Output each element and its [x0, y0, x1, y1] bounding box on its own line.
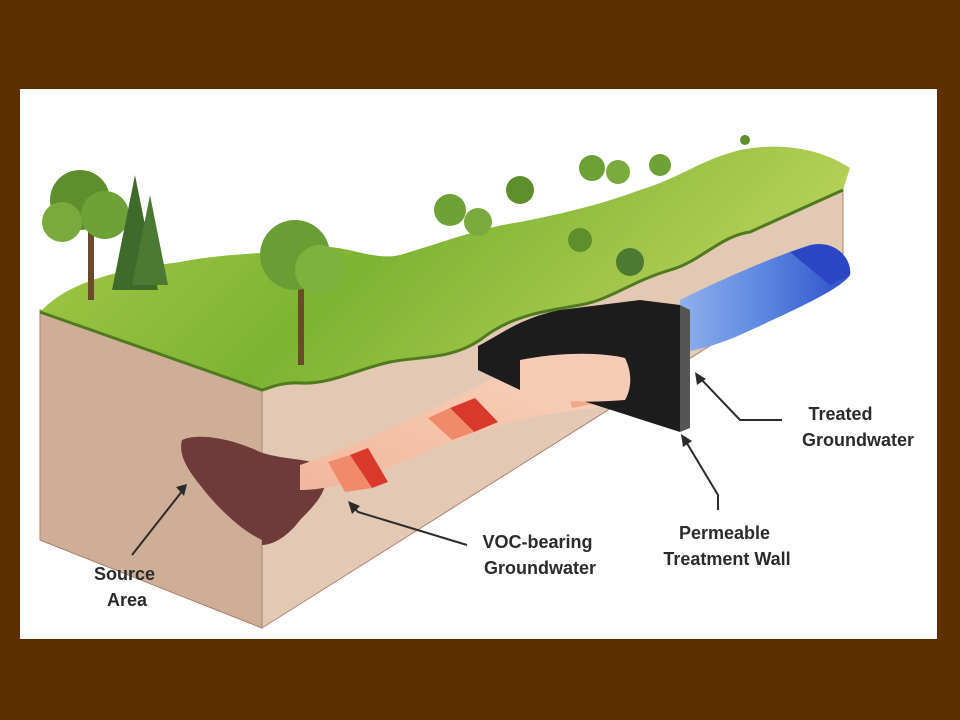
treatment-wall-label: Permeable Treatment Wall	[663, 523, 790, 569]
treated-plume	[680, 244, 851, 352]
treatment-wall-opening	[520, 353, 631, 402]
plume-hot-band-3	[450, 398, 498, 432]
arrowheads	[176, 372, 706, 514]
source-area-label: Source Area	[94, 564, 160, 610]
treatment-wall-edge	[680, 305, 690, 432]
voc-groundwater-label: VOC-bearing Groundwater	[482, 532, 597, 578]
treated-plume-band	[790, 244, 851, 285]
source-area-stain	[181, 436, 326, 545]
plume-hot-band-1	[350, 448, 388, 488]
grass-edge	[39, 188, 844, 392]
grass-surface	[40, 146, 850, 390]
plume-hot-band-4	[428, 408, 474, 440]
tree-group	[42, 135, 750, 365]
plume-hot-band-2	[328, 455, 372, 492]
treated-groundwater-label: Treated Groundwater	[802, 404, 914, 450]
